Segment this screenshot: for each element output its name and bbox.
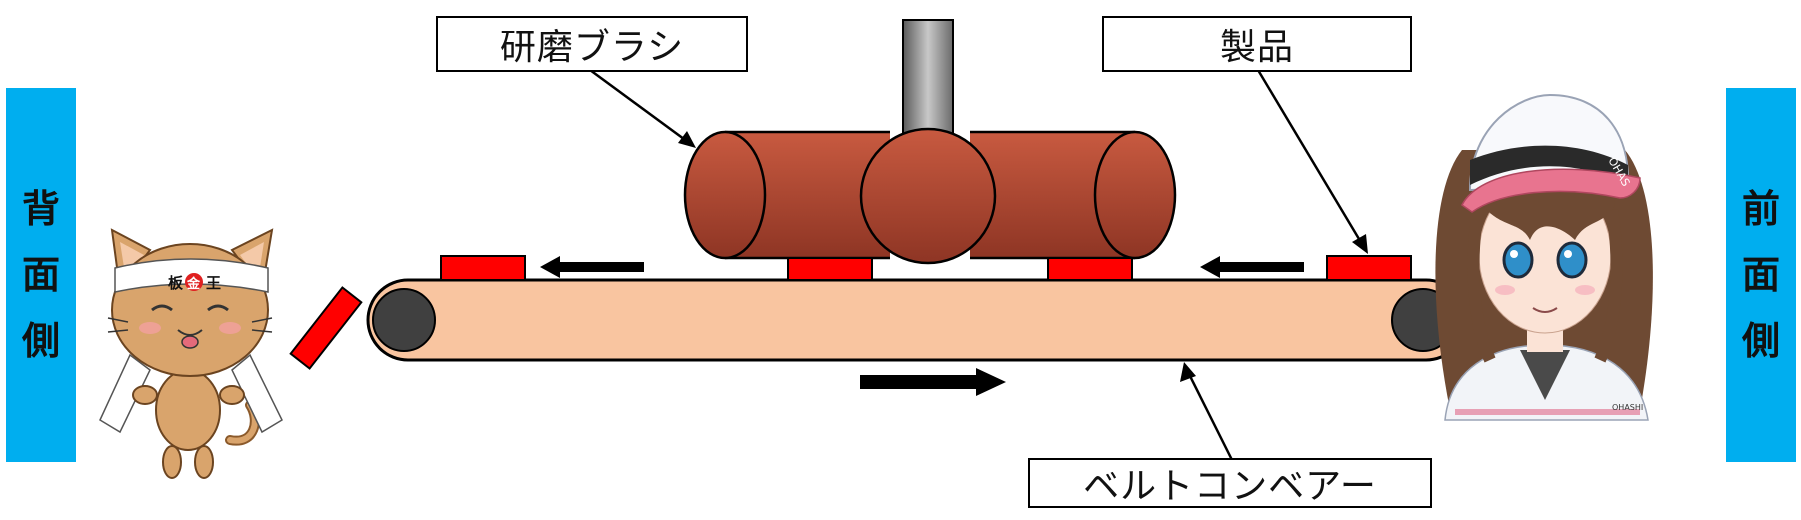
front-side-char-1: 前 bbox=[1741, 187, 1780, 231]
product-2 bbox=[787, 257, 873, 281]
back-side-panel: 背 面 側 bbox=[6, 88, 76, 462]
brush-shaft bbox=[902, 19, 954, 136]
brush-left bbox=[683, 130, 890, 260]
svg-text:板: 板 bbox=[168, 274, 184, 292]
product-label: 製品 bbox=[1219, 27, 1294, 68]
back-side-char-2: 面 bbox=[21, 253, 60, 297]
arrow-left-icon bbox=[540, 256, 644, 278]
worker-girl-icon: OHASHI OHAS bbox=[1435, 93, 1653, 421]
brush-right bbox=[970, 130, 1177, 260]
front-side-panel: 前 面 側 bbox=[1726, 88, 1796, 462]
brush-leader bbox=[589, 68, 689, 144]
product-4 bbox=[1326, 255, 1412, 281]
front-side-char-2: 面 bbox=[1741, 253, 1780, 297]
product-1 bbox=[440, 255, 526, 281]
brush-center bbox=[859, 127, 997, 265]
brush-label: 研磨ブラシ bbox=[499, 27, 685, 68]
cat-mascot-icon: 板 金 王 bbox=[99, 228, 283, 479]
arrow-left-icon bbox=[1200, 256, 1304, 278]
brush-label-box: 研磨ブラシ bbox=[436, 16, 748, 72]
conveyor-label: ベルトコンベアー bbox=[1083, 466, 1377, 507]
product-leader bbox=[1256, 69, 1364, 245]
svg-text:王: 王 bbox=[206, 274, 221, 292]
conveyor-label-box: ベルトコンベアー bbox=[1028, 458, 1432, 508]
front-side-char-3: 側 bbox=[1741, 319, 1780, 363]
arrow-right-icon bbox=[860, 368, 1006, 396]
back-side-char-1: 背 bbox=[21, 187, 60, 231]
conveyor-belt bbox=[366, 278, 1468, 362]
svg-text:金: 金 bbox=[186, 276, 201, 292]
product-label-box: 製品 bbox=[1102, 16, 1412, 72]
back-side-char-3: 側 bbox=[21, 319, 60, 363]
conveyor-leader bbox=[1186, 371, 1234, 461]
roller-left bbox=[372, 288, 436, 352]
product-falling bbox=[289, 286, 363, 370]
product-3 bbox=[1047, 257, 1133, 281]
svg-text:OHASHI: OHASHI bbox=[1612, 403, 1643, 412]
